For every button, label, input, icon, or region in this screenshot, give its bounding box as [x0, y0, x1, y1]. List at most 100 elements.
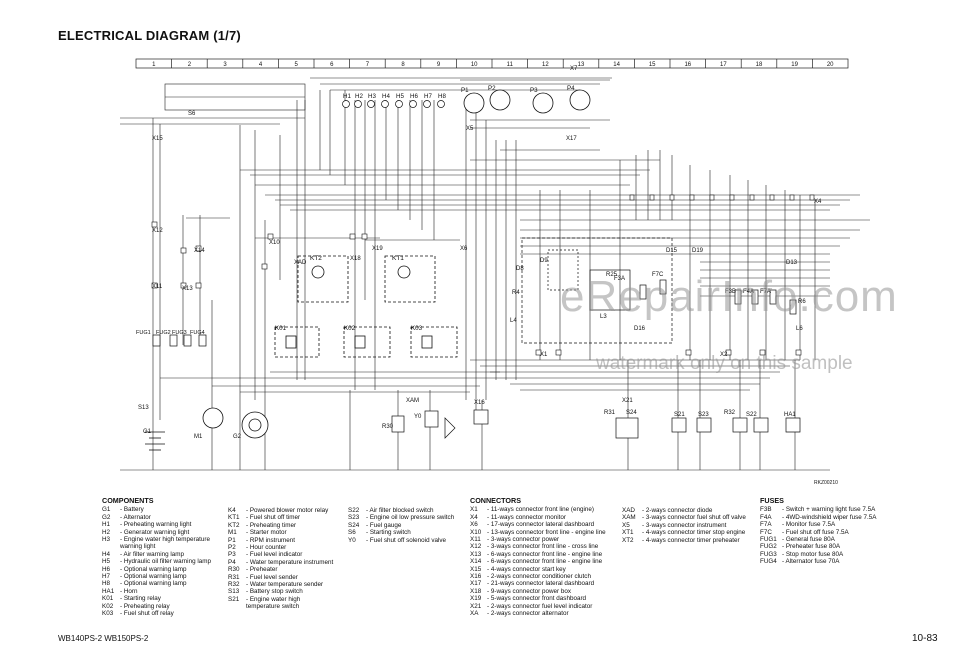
legend-row: R31- Fuel level sender — [228, 574, 333, 581]
legend-code: K03 — [102, 610, 114, 618]
legend-description: - Horn — [120, 587, 138, 595]
legend-description: - 2-ways connector fuel level indicator — [487, 602, 593, 610]
diagram-label: H8 — [438, 93, 446, 100]
legend-row: H7- Optional warning lamp — [102, 573, 211, 580]
legend-description: - 5-ways connector front dashboard — [487, 595, 587, 603]
legend-description: - Starting relay — [120, 595, 161, 603]
legend-code: XA — [470, 610, 479, 618]
legend-description: - Water temperature sender — [246, 581, 324, 589]
legend-row: X13- 6-ways connector front line - engin… — [470, 551, 606, 558]
legend-row: S13- Battery stop switch — [228, 588, 333, 595]
connector-pins — [151, 194, 815, 356]
legend-code: P4 — [228, 558, 236, 566]
diagram-label: XAM — [406, 398, 419, 404]
legend-description: - Starter motor — [246, 529, 287, 537]
page-title: ELECTRICAL DIAGRAM (1/7) — [58, 28, 241, 43]
legend-code: H3 — [102, 536, 111, 544]
legend-row: XAM- 3-ways connector fuel shut off valv… — [622, 514, 746, 521]
legend-row: F7A- Monitor fuse 7.5A — [760, 521, 877, 528]
legend-row: F7C- Fuel shut off fuse 7.5A — [760, 529, 877, 536]
legend-row: R32- Water temperature sender — [228, 581, 333, 588]
column-number: 20 — [827, 62, 834, 68]
legend-code: H8 — [102, 580, 111, 588]
legend-code: K02 — [102, 602, 114, 610]
legend-row: K03- Fuel shut off relay — [102, 610, 211, 617]
diagram-label: X11 — [152, 284, 163, 290]
diagram-label: X7 — [570, 66, 578, 72]
diagram-label: X12 — [152, 228, 163, 234]
legend-row: G1- Battery — [102, 506, 211, 513]
legend-row: Y0- Fuel shut off solenoid valve — [348, 537, 454, 544]
legend-row: H6- Optional warning lamp — [102, 566, 211, 573]
legend-description: - Fuel shut off fuse 7.5A — [782, 528, 849, 536]
diagram-label: X2 — [720, 352, 728, 358]
column-number: 15 — [649, 62, 656, 68]
legend-description: - Preheater — [246, 566, 278, 574]
legend-description: - Battery stop switch — [246, 588, 303, 596]
diagram-label: H3 — [368, 93, 376, 100]
column-number: 3 — [223, 62, 227, 68]
diagram-label: H4 — [382, 93, 390, 100]
diagram-label: X18 — [350, 256, 361, 262]
diagram-label: X15 — [152, 136, 163, 142]
diagram-label: S21 — [674, 412, 685, 418]
legend-row: X19- 5-ways connector front dashboard — [470, 595, 606, 602]
legend-row: X1- 11-ways connector front line (engine… — [470, 506, 606, 513]
legend-row: F3B- Switch + warning light fuse 7.5A — [760, 506, 877, 513]
diagram-label: D9 — [540, 258, 548, 264]
legend-row: FUG4- Alternator fuse 70A — [760, 558, 877, 565]
legend-row: P4- Water temperature instrument — [228, 559, 333, 566]
legend-row: XA- 2-ways connector alternator — [470, 610, 606, 617]
legend-description: - Preheating relay — [120, 602, 170, 610]
diagram-label: P1 — [461, 87, 469, 94]
column-number: 1 — [152, 62, 156, 68]
legend-row: S24- Fuel gauge — [348, 522, 454, 529]
legend-code: K4 — [228, 507, 236, 514]
diagram-label: X13 — [182, 286, 193, 292]
power-devices — [145, 407, 269, 451]
column-ruler — [135, 58, 849, 69]
legend-row: G2- Alternator — [102, 514, 211, 521]
legend-code: H5 — [102, 558, 111, 566]
diagram-label: R32 — [724, 410, 736, 416]
legend-description: - Preheater fuse 80A — [782, 543, 841, 551]
diagram-label: X5 — [466, 126, 474, 132]
legend-code: HA1 — [102, 587, 115, 595]
legend-code: R30 — [228, 566, 240, 574]
legend-description: - Starting switch — [366, 529, 411, 537]
legend-description: - 6-ways connector front line - engine l… — [487, 550, 603, 558]
diagram-label: FUG3 — [172, 330, 187, 336]
legend-row: KT1- Fuel shut off timer — [228, 514, 333, 521]
legend-code: K01 — [102, 595, 114, 603]
legend-row: X17- 21-ways connector lateral dashboard — [470, 580, 606, 587]
column-number: 8 — [401, 62, 405, 68]
legend-description: - Fuel shut off solenoid valve — [366, 536, 447, 544]
connectors-heading: CONNECTORS — [470, 496, 521, 505]
legend-code: X5 — [622, 521, 630, 529]
diagram-label: F7C — [652, 272, 664, 278]
diagram-label: X10 — [269, 240, 280, 246]
legend-row: X4- 11-ways connector monitor — [470, 514, 606, 521]
legend-row: FUG3- Stop motor fuse 80A — [760, 551, 877, 558]
relays — [274, 255, 458, 358]
diagram-label: H2 — [355, 93, 363, 100]
legend-row: X14- 6-ways connector front line - engin… — [470, 558, 606, 565]
diagram-label: X17 — [566, 136, 577, 142]
legend-description: - RPM instrument — [246, 536, 295, 544]
column-number: 6 — [330, 62, 334, 68]
legend-code: X4 — [470, 513, 478, 521]
diagram-label: P2 — [488, 85, 496, 92]
legend-row: X10- 13-ways connector front line - engi… — [470, 529, 606, 536]
legend-code: M1 — [228, 529, 237, 537]
legend-description: - Engine oil low pressure switch — [366, 514, 455, 522]
diagram-label: HA1 — [784, 412, 796, 418]
fuse-block — [152, 279, 797, 347]
legend-row: XAD- 2-ways connector diode — [622, 507, 746, 514]
legend-code: X10 — [470, 528, 482, 536]
diagram-label: K02 — [344, 325, 356, 332]
legend-row: X11- 3-ways connector power — [470, 536, 606, 543]
diagram-label: X4 — [814, 199, 822, 205]
diagram-label: R6 — [798, 299, 806, 305]
